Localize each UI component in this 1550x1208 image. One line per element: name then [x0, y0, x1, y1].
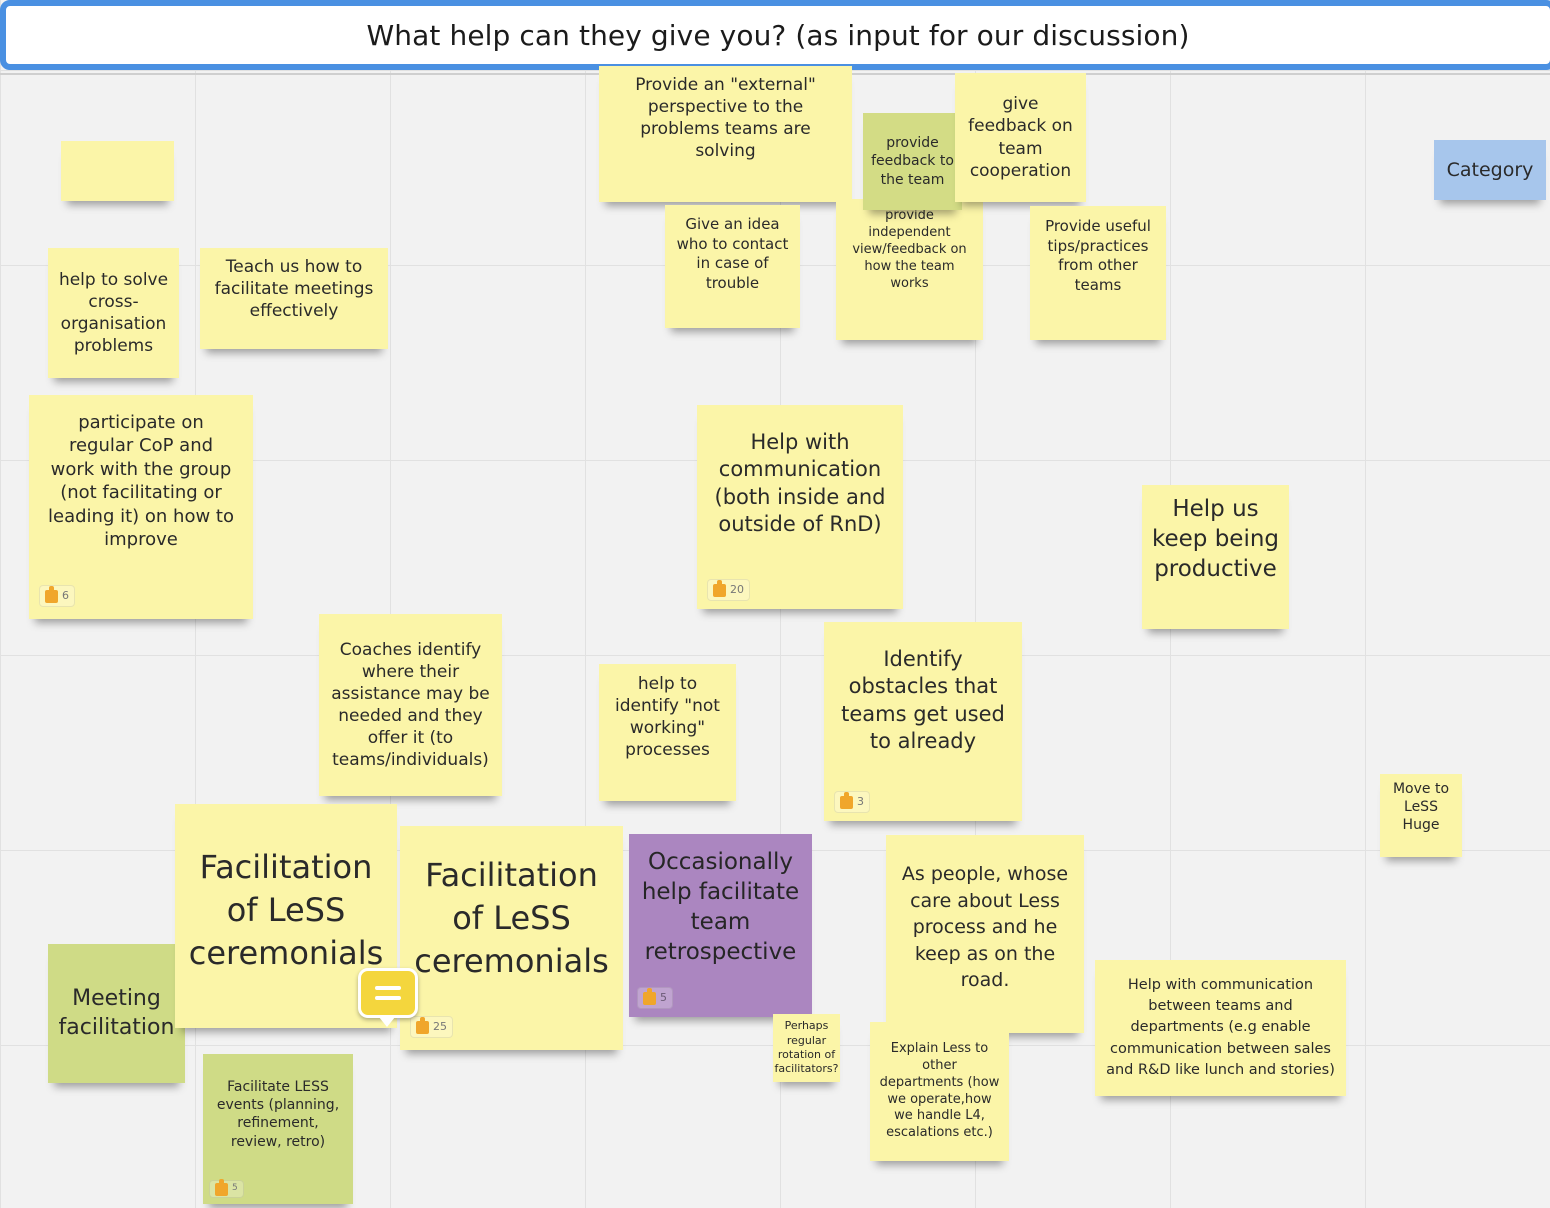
vote-counter[interactable]: 25: [410, 1016, 453, 1038]
sticky-note[interactable]: Teach us how to facilitate meetings effe…: [200, 248, 388, 349]
vote-count: 5: [232, 1183, 238, 1194]
sticky-note[interactable]: Help us keep being productive: [1142, 485, 1289, 629]
sticky-note-empty[interactable]: [61, 141, 174, 201]
note-text: Perhaps regular rotation of facilitators…: [774, 1019, 839, 1076]
sticky-note[interactable]: Help with communication between teams an…: [1095, 960, 1346, 1096]
sticky-note[interactable]: give feedback on team cooperation: [955, 73, 1086, 202]
note-text: Occasionally help facilitate team retros…: [641, 849, 800, 965]
sticky-note[interactable]: Provide an "external" perspective to the…: [599, 66, 852, 202]
thumbs-up-icon: [643, 987, 656, 1005]
note-text: provide feedback to the team: [871, 135, 954, 188]
vote-count: 5: [660, 990, 667, 1004]
sticky-note[interactable]: participate on regular CoP and work with…: [29, 395, 253, 619]
vote-count: 20: [730, 582, 744, 596]
vote-counter[interactable]: 5: [209, 1178, 244, 1198]
sticky-note[interactable]: provide independent view/feedback on how…: [836, 199, 983, 340]
thumbs-up-icon: [215, 1178, 228, 1196]
note-text: participate on regular CoP and work with…: [48, 412, 234, 550]
thumbs-up-icon: [416, 1016, 429, 1034]
thumbs-up-icon: [840, 791, 853, 809]
note-text: Meeting facilitation: [58, 985, 175, 1040]
sticky-note[interactable]: help to solve cross- organisation proble…: [48, 248, 179, 378]
note-text: Help with communication (both inside and…: [714, 430, 886, 536]
vote-count: 3: [857, 794, 864, 808]
comment-line: [375, 996, 401, 1000]
note-text: As people, whose care about Less process…: [901, 863, 1069, 992]
sticky-note[interactable]: Meeting facilitation: [48, 944, 185, 1083]
sticky-note[interactable]: provide feedback to the team: [863, 113, 962, 210]
note-text: Help us keep being productive: [1151, 496, 1280, 582]
sticky-note[interactable]: Move to LeSS Huge: [1380, 774, 1462, 857]
vote-counter[interactable]: 3: [834, 791, 870, 813]
comment-line: [375, 986, 401, 990]
note-text: Facilitation of LeSS ceremonials: [414, 856, 609, 981]
sticky-note[interactable]: Identify obstacles that teams get used t…: [824, 622, 1022, 821]
vote-counter[interactable]: 5: [637, 987, 673, 1009]
note-text: provide independent view/feedback on how…: [852, 208, 967, 291]
note-text: Coaches identify where their assistance …: [331, 639, 490, 771]
sticky-note[interactable]: Facilitate LESS events (planning, refine…: [203, 1054, 353, 1204]
comment-icon[interactable]: [358, 968, 418, 1027]
sticky-note[interactable]: Facilitation of LeSS ceremonials 25: [400, 826, 623, 1050]
sticky-note[interactable]: Give an idea who to contact in case of t…: [665, 205, 800, 328]
sticky-note[interactable]: As people, whose care about Less process…: [886, 835, 1084, 1033]
sticky-note-category[interactable]: Category: [1434, 140, 1546, 200]
thumbs-up-icon: [45, 585, 58, 603]
note-text: Provide an "external" perspective to the…: [635, 75, 816, 162]
frame-title-text: What help can they give you? (as input f…: [366, 18, 1190, 52]
frame-title[interactable]: What help can they give you? (as input f…: [0, 0, 1550, 70]
vote-count: 25: [433, 1019, 447, 1033]
note-text: Give an idea who to contact in case of t…: [676, 215, 789, 292]
note-text: Move to LeSS Huge: [1392, 781, 1450, 834]
vote-counter[interactable]: 6: [39, 585, 75, 607]
note-text: Help with communication between teams an…: [1106, 977, 1335, 1078]
note-text: Teach us how to facilitate meetings effe…: [214, 257, 374, 322]
sticky-note[interactable]: Occasionally help facilitate team retros…: [629, 834, 812, 1017]
thumbs-up-icon: [713, 579, 726, 597]
sticky-note[interactable]: Provide useful tips/practices from other…: [1030, 206, 1166, 340]
vote-count: 6: [62, 588, 69, 602]
sticky-note[interactable]: help to identify "not working" processes: [599, 664, 736, 801]
sticky-note[interactable]: Coaches identify where their assistance …: [319, 614, 502, 796]
note-text: Explain Less to other departments (how w…: [879, 1040, 1000, 1141]
note-text: help to solve cross- organisation proble…: [58, 269, 169, 357]
note-text: Facilitate LESS events (planning, refine…: [216, 1079, 340, 1150]
note-text: Category: [1446, 158, 1534, 181]
sticky-note[interactable]: Help with communication (both inside and…: [697, 405, 903, 609]
note-text: Facilitation of LeSS ceremonials: [188, 848, 384, 973]
sticky-note[interactable]: Perhaps regular rotation of facilitators…: [773, 1014, 840, 1082]
note-text: Provide useful tips/practices from other…: [1045, 217, 1151, 294]
sticky-note[interactable]: Explain Less to other departments (how w…: [870, 1022, 1009, 1161]
note-text: Identify obstacles that teams get used t…: [841, 647, 1005, 753]
note-text: give feedback on team cooperation: [968, 94, 1073, 181]
vote-counter[interactable]: 20: [707, 579, 750, 601]
note-text: help to identify "not working" processes: [615, 674, 720, 761]
